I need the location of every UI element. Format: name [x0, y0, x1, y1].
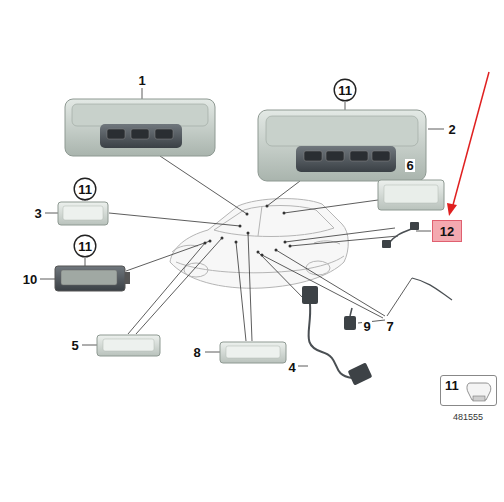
- glovebox-light: [55, 266, 130, 291]
- connector-plug: [344, 308, 356, 330]
- callout-number: 8: [192, 346, 201, 359]
- callout-number: 10: [22, 273, 38, 286]
- callout-number: 12: [440, 225, 454, 238]
- callout-number: 9: [362, 320, 371, 333]
- reading-light: [58, 202, 108, 225]
- circle-shape: [74, 235, 96, 257]
- callout-number: 11: [338, 84, 352, 97]
- footwell-light: [97, 335, 160, 356]
- callout-leaders: [40, 88, 444, 366]
- bulb-box: 11: [440, 375, 497, 406]
- catalog-number: 481555: [452, 413, 484, 422]
- circle-shape: [334, 79, 356, 101]
- leader-lines: [109, 156, 412, 341]
- callout-number: 4: [287, 361, 296, 374]
- cable: [412, 278, 452, 300]
- wiring-harness: [302, 286, 372, 385]
- roof-light-unit: [65, 99, 215, 156]
- bulb-icon: [467, 383, 491, 401]
- callout-number: 11: [445, 379, 496, 392]
- highlight-arrow: [447, 72, 489, 216]
- callout-number: 11: [78, 240, 92, 253]
- callout-number: 5: [70, 339, 79, 352]
- luggage-light: [220, 342, 286, 363]
- callout-circle: 11: [73, 234, 97, 258]
- callout-number: 3: [33, 207, 42, 220]
- circle-shape: [74, 178, 96, 200]
- callout-number: 11: [78, 183, 92, 196]
- callout-circle: 11: [333, 78, 357, 102]
- roof-light-unit: [258, 110, 426, 181]
- callout-circle: 11: [73, 177, 97, 201]
- callout-number: 1: [137, 74, 146, 87]
- callout-number: 2: [447, 123, 456, 136]
- highlighted-callout: 12: [432, 220, 462, 242]
- leader-dots: [204, 205, 292, 257]
- wire-adapter: [382, 222, 419, 248]
- callout-number: 7: [385, 320, 394, 333]
- courtesy-light: [378, 180, 444, 210]
- callout-number: 6: [405, 159, 414, 172]
